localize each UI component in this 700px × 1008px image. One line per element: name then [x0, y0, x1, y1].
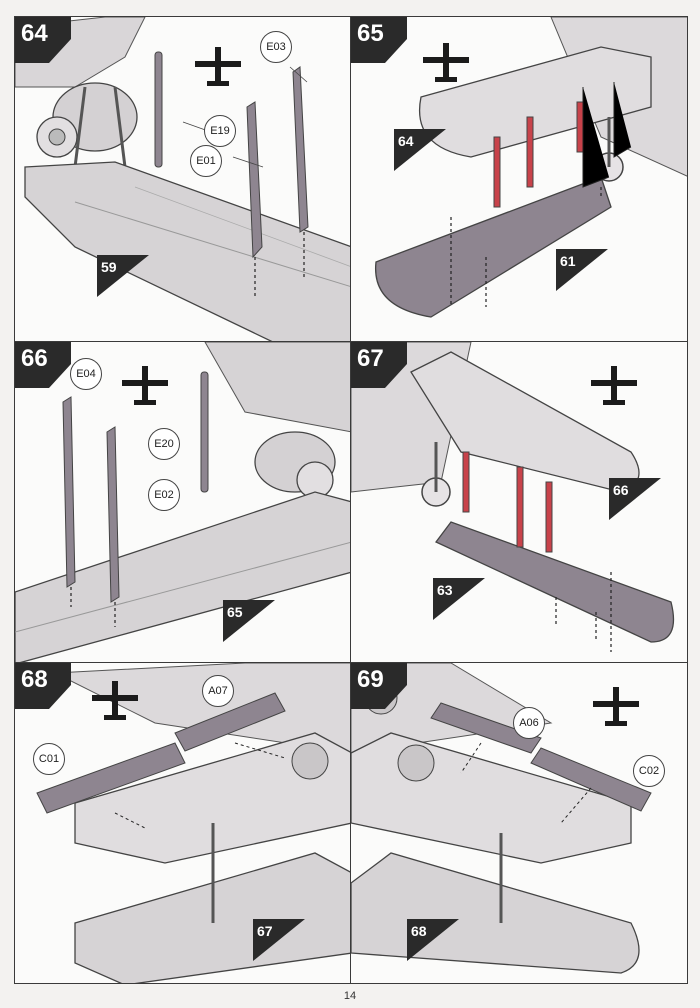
- step-69-panel: 69 A06 C02 68: [350, 662, 688, 984]
- aircraft-silhouette-icon: [421, 41, 471, 94]
- part-callout-a07: A07: [202, 675, 234, 707]
- part-callout-c01: C01: [33, 743, 65, 775]
- part-callout-e20: E20: [148, 428, 180, 460]
- step-66-panel: 66 E04 E20 E02 65: [14, 341, 351, 663]
- part-callout-a06: A06: [513, 707, 545, 739]
- step-66-illustration: [15, 342, 350, 662]
- step-ref-64: 64: [394, 129, 446, 171]
- step-ref-66: 66: [609, 478, 661, 520]
- step-ref-61: 61: [556, 249, 608, 291]
- step-65-illustration: [375, 17, 687, 318]
- aircraft-silhouette-icon: [90, 679, 140, 732]
- step-64-illustration: [15, 17, 350, 341]
- aircraft-silhouette-icon: [120, 364, 170, 417]
- step-66-number-box: 66: [15, 342, 71, 388]
- step-65-number-box: 65: [351, 17, 407, 63]
- step-ref-63: 63: [433, 578, 485, 620]
- step-66-number: 66: [21, 345, 48, 372]
- part-callout-c02: C02: [633, 755, 665, 787]
- step-68-number: 68: [21, 666, 48, 693]
- step-ref-68: 68: [407, 919, 459, 961]
- step-67-number-box: 67: [351, 342, 407, 388]
- part-callout-e02: E02: [148, 479, 180, 511]
- step-67-panel: 67 66 63: [350, 341, 688, 663]
- step-69-number: 69: [357, 666, 384, 693]
- page-number: 14: [343, 990, 357, 1002]
- step-65-number: 65: [357, 20, 384, 47]
- part-callout-e04: E04: [70, 358, 102, 390]
- aircraft-silhouette-icon: [589, 364, 639, 417]
- aircraft-silhouette-icon: [591, 685, 641, 738]
- step-68-number-box: 68: [15, 663, 71, 709]
- step-69-number-box: 69: [351, 663, 407, 709]
- part-callout-e19: E19: [204, 115, 236, 147]
- step-64-panel: 64 E03 E19 E01 59: [14, 16, 351, 342]
- step-ref-65: 65: [223, 600, 275, 642]
- part-callout-e03: E03: [260, 31, 292, 63]
- step-ref-67: 67: [253, 919, 305, 961]
- step-64-number: 64: [21, 20, 48, 47]
- step-67-number: 67: [357, 345, 384, 372]
- part-callout-e01: E01: [190, 145, 222, 177]
- aircraft-silhouette-icon: [193, 45, 243, 98]
- step-65-panel: 65 64 61: [350, 16, 688, 342]
- step-68-illustration: [36, 663, 350, 983]
- step-64-number-box: 64: [15, 17, 71, 63]
- step-ref-59: 59: [97, 255, 149, 297]
- step-68-panel: 68 A07 C01 67: [14, 662, 351, 984]
